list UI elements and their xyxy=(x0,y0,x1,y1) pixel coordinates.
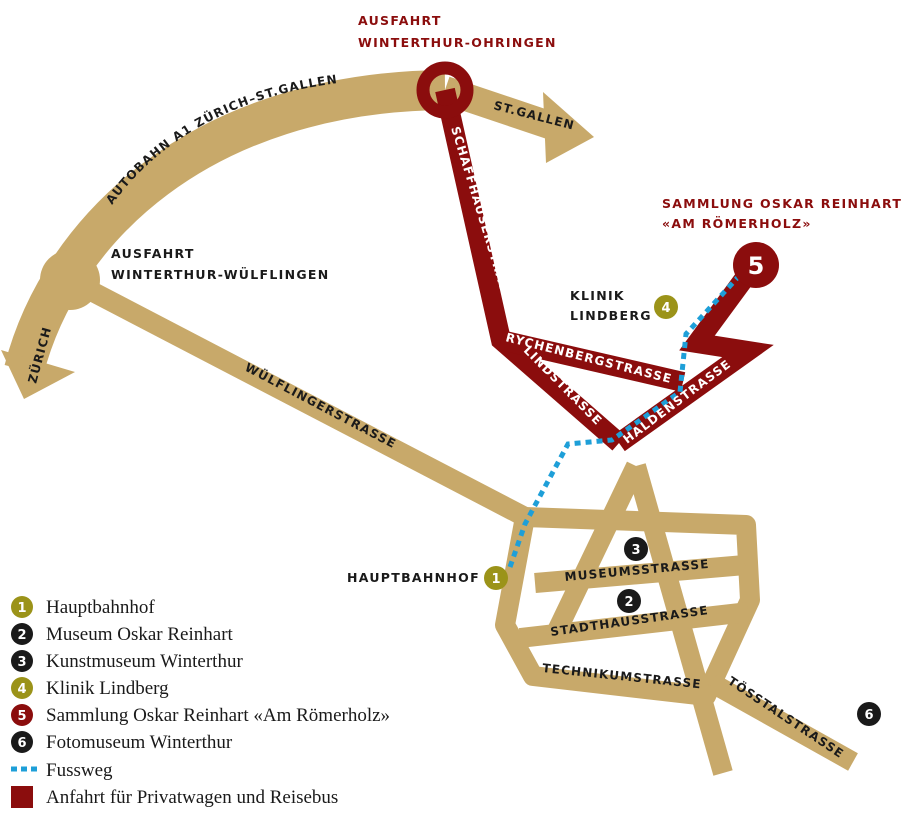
toesstalstrasse-road xyxy=(707,674,858,771)
road-network xyxy=(4,70,858,776)
legend-item-1: 1 Hauptbahnhof xyxy=(11,596,155,618)
hauptbahnhof-label: HAUPTBAHNHOF xyxy=(347,570,480,585)
legend-item-3: 3 Kunstmuseum Winterthur xyxy=(11,650,243,672)
legend-item-5: 5 Sammlung Oskar Reinhart «Am Römerholz» xyxy=(11,704,390,726)
legend-item-4: 4 Klinik Lindberg xyxy=(11,677,169,699)
car-route xyxy=(435,87,774,452)
st-gallen-arrow-icon xyxy=(543,92,594,163)
city-axis-road xyxy=(626,463,733,776)
legend-footpath: Fussweg xyxy=(11,760,113,781)
legend-item-6: 6 Fotomuseum Winterthur xyxy=(11,731,233,753)
svg-text:Fotomuseum Winterthur: Fotomuseum Winterthur xyxy=(46,732,233,753)
city-diagonal-road xyxy=(544,461,646,642)
klinik-lindberg-label: KLINIK LINDBERG xyxy=(570,288,652,323)
autobahn-a1-road xyxy=(4,70,446,376)
svg-text:Hauptbahnhof: Hauptbahnhof xyxy=(46,597,155,618)
svg-text:1: 1 xyxy=(17,601,26,616)
legend-item-2: 2 Museum Oskar Reinhart xyxy=(11,623,234,645)
wuelflingerstrasse-label: WÜLFLINGERSTRASSE xyxy=(243,360,399,451)
zuerich-arrow-icon xyxy=(1,350,75,399)
svg-text:5: 5 xyxy=(17,709,26,724)
svg-text:Sammlung Oskar Reinhart «Am Rö: Sammlung Oskar Reinhart «Am Römerholz» xyxy=(46,705,390,726)
svg-text:Anfahrt für Privatwagen und Re: Anfahrt für Privatwagen und Reisebus xyxy=(46,787,338,808)
svg-text:2: 2 xyxy=(17,628,26,643)
toesstalstrasse-label: TÖSSTALSTRASSE xyxy=(725,674,846,761)
wuelflingerstrasse-road xyxy=(65,271,530,526)
ausfahrt-ohringen-label: AUSFAHRT WINTERTHUR-OHRINGEN xyxy=(358,13,557,50)
ausfahrt-wuelflingen-junction xyxy=(40,250,100,310)
svg-text:1: 1 xyxy=(491,572,500,587)
footpath-route xyxy=(507,274,741,568)
ausfahrt-ohringen-junction xyxy=(416,61,474,119)
car-route-swatch-icon xyxy=(11,786,33,808)
marker-6[interactable]: 6 xyxy=(857,702,881,726)
rychenbergstrasse-route xyxy=(498,330,686,392)
svg-text:3: 3 xyxy=(17,655,26,670)
haldenstrasse-route xyxy=(613,258,774,452)
svg-text:Fussweg: Fussweg xyxy=(46,760,113,781)
marker-4[interactable]: 4 xyxy=(654,295,678,319)
svg-text:Museum Oskar Reinhart: Museum Oskar Reinhart xyxy=(46,624,234,645)
marker-2[interactable]: 2 xyxy=(617,589,641,613)
marker-5[interactable]: 5 xyxy=(733,242,779,288)
marker-3[interactable]: 3 xyxy=(624,537,648,561)
svg-text:2: 2 xyxy=(624,595,633,610)
museumsstrasse-road xyxy=(534,555,746,593)
schaffhauserstrasse-route xyxy=(435,87,626,451)
ausfahrt-wuelflingen-label: AUSFAHRT WINTERTHUR-WÜLFLINGEN xyxy=(111,246,330,282)
svg-text:Klinik Lindberg: Klinik Lindberg xyxy=(46,678,169,699)
svg-text:4: 4 xyxy=(17,682,26,697)
svg-text:4: 4 xyxy=(661,301,670,316)
svg-text:3: 3 xyxy=(631,543,640,558)
marker-1[interactable]: 1 xyxy=(484,566,508,590)
svg-text:6: 6 xyxy=(17,736,26,751)
svg-text:Kunstmuseum Winterthur: Kunstmuseum Winterthur xyxy=(46,651,243,672)
sammlung-label: SAMMLUNG OSKAR REINHART «AM RÖMERHOLZ» xyxy=(662,196,901,231)
legend: 1 Hauptbahnhof 2 Museum Oskar Reinhart 3… xyxy=(11,596,390,808)
legend-car-route: Anfahrt für Privatwagen und Reisebus xyxy=(11,786,338,808)
svg-text:6: 6 xyxy=(864,708,873,723)
svg-text:5: 5 xyxy=(748,252,765,280)
